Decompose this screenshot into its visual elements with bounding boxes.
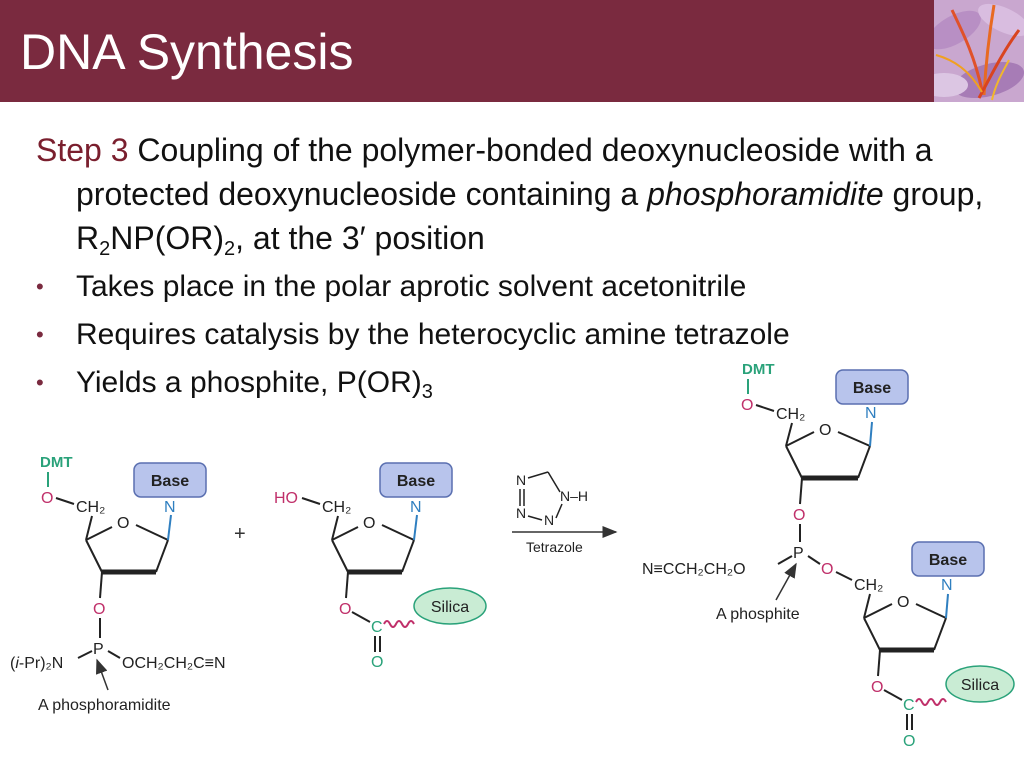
title-bar: DNA Synthesis: [0, 0, 1024, 102]
step-text-4: , at the 3′ position: [235, 220, 485, 256]
phosphorus-atom: P: [793, 545, 804, 562]
phosphite-product: DMT O CH₂ O N Base O P N≡CCH₂CH₂O O CH₂ …: [642, 361, 1015, 750]
nitrogen-atom: N: [941, 577, 953, 594]
bullet-dot-icon: •: [36, 370, 44, 395]
carbon-atom: C: [903, 697, 915, 714]
oxygen-atom: O: [871, 679, 883, 696]
step-sub-2: 2: [224, 238, 236, 260]
oxygen-atom: O: [741, 397, 753, 414]
step-text-3: NP(OR): [110, 220, 224, 256]
oxygen-atom: O: [93, 601, 105, 618]
step-text-1: Coupling of the polymer-bonded deoxynucl…: [76, 132, 933, 212]
silica-bound-nucleoside: HO CH₂ O N Base O C O Silica: [274, 462, 487, 671]
cyanoethyl-group: OCH₂CH₂C≡N: [122, 655, 226, 672]
base-box: [133, 462, 207, 498]
plus-sign: +: [234, 523, 246, 545]
saffron-photo: [934, 0, 1024, 102]
base-box: [911, 541, 985, 577]
base-label: Base: [929, 552, 967, 569]
carbonyl-oxygen: O: [903, 733, 915, 750]
tetrazole-nh: N–H: [560, 488, 588, 504]
base-label: Base: [151, 473, 189, 490]
saffron-image: [934, 0, 1024, 102]
cyanoethyl-group: N≡CCH₂CH₂O: [642, 561, 746, 578]
bullet-dot-icon: •: [36, 274, 44, 299]
ch2-group: CH₂: [776, 406, 805, 423]
carbon-atom: C: [371, 619, 383, 636]
bullet-sub: 3: [421, 381, 433, 403]
slide-title: DNA Synthesis: [20, 24, 354, 80]
silica-support: [413, 587, 487, 625]
dmt-label: DMT: [40, 454, 73, 471]
tetrazole-n: N: [516, 505, 526, 521]
ch2-group: CH₂: [322, 499, 351, 516]
oxygen-atom: O: [821, 561, 833, 578]
ring-oxygen: O: [117, 515, 129, 532]
bullet-item: • Takes place in the polar aprotic solven…: [36, 266, 996, 308]
silica-support: [945, 665, 1015, 703]
base-label: Base: [853, 380, 891, 397]
diisopropylamino-group: (i-Pr)₂N: [10, 655, 63, 672]
tetrazole-catalyst: N N–H N N Tetrazole: [512, 471, 618, 555]
tetrazole-n: N: [516, 472, 526, 488]
phosphorus-atom: P: [93, 641, 104, 658]
base-label: Base: [397, 473, 435, 490]
bullet-text: Takes place in the polar aprotic solvent…: [76, 270, 747, 303]
ring-oxygen: O: [897, 594, 909, 611]
nitrogen-atom: N: [865, 405, 877, 422]
step-label: Step 3: [36, 132, 129, 168]
ch2-group: CH₂: [854, 577, 883, 594]
bullet-text: Requires catalysis by the heterocyclic a…: [76, 318, 790, 351]
ring-oxygen: O: [819, 422, 831, 439]
nitrogen-atom: N: [164, 499, 176, 516]
step-italic-term: phosphoramidite: [647, 176, 884, 212]
phosphoramidite-caption: A phosphoramidite: [38, 697, 171, 714]
step-sub-1: 2: [99, 238, 111, 260]
bullet-dot-icon: •: [36, 322, 44, 347]
hydroxyl-group: HO: [274, 490, 298, 507]
silica-label: Silica: [961, 677, 999, 694]
phosphoramidite-molecule: DMT O CH₂ O N Base O P (i-Pr)₂N OCH₂CH₂C…: [10, 454, 226, 714]
bullet-item: • Yields a phosphite, P(OR)3: [36, 362, 996, 404]
oxygen-atom: O: [793, 507, 805, 524]
tetrazole-label: Tetrazole: [526, 539, 583, 555]
step-paragraph: Step 3 Coupling of the polymer-bonded de…: [36, 128, 996, 260]
base-box: [379, 462, 453, 498]
ring-oxygen: O: [363, 515, 375, 532]
oxygen-atom: O: [339, 601, 351, 618]
tetrazole-n: N: [544, 512, 554, 528]
bullet-item: • Requires catalysis by the heterocyclic …: [36, 314, 996, 356]
base-box: [835, 369, 909, 405]
slide-content: Step 3 Coupling of the polymer-bonded de…: [36, 128, 996, 406]
ch2-group: CH₂: [76, 499, 105, 516]
dmt-label: DMT: [742, 361, 775, 378]
nitrogen-atom: N: [410, 499, 422, 516]
bullet-text: Yields a phosphite, P(OR): [76, 366, 422, 399]
silica-label: Silica: [431, 599, 469, 616]
step-text-2: group, R: [76, 176, 984, 256]
carbonyl-oxygen: O: [371, 654, 383, 671]
oxygen-atom: O: [41, 490, 53, 507]
phosphite-caption: A phosphite: [716, 606, 800, 623]
